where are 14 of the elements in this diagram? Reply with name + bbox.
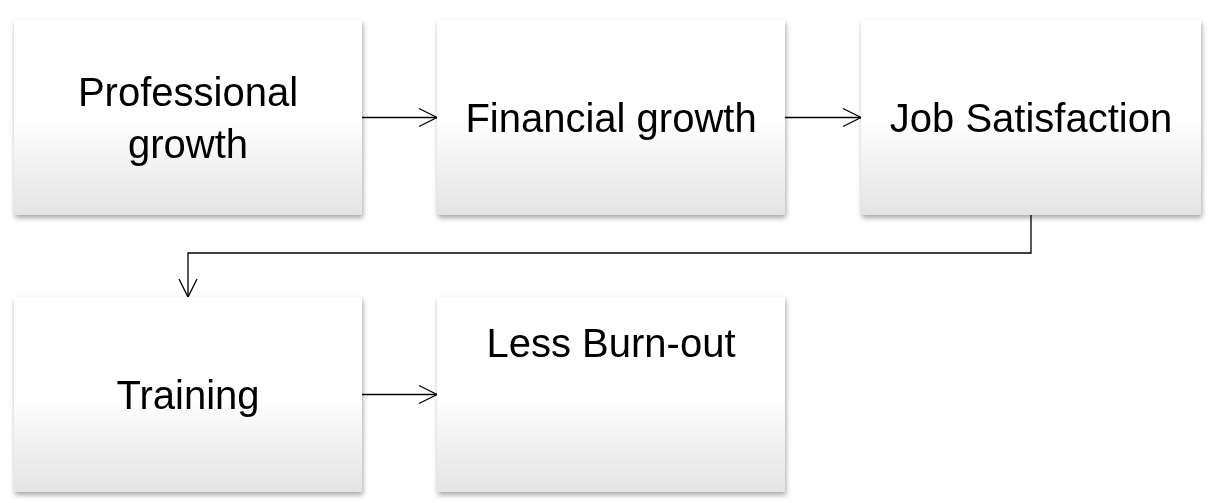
- box-label: Less Burn-out: [486, 320, 736, 367]
- box-label: Financial growth: [465, 94, 757, 142]
- arrow: [361, 107, 438, 128]
- box-label: Job Satisfaction: [889, 94, 1173, 142]
- process-box: [861, 20, 1201, 215]
- process-box: [14, 20, 362, 215]
- process-box: [437, 20, 785, 215]
- arrow: [784, 107, 862, 128]
- process-box: [437, 297, 785, 492]
- arrow: [178, 214, 1032, 298]
- process-box: [14, 297, 362, 492]
- box-label: Training: [116, 371, 260, 419]
- arrow: [361, 384, 438, 405]
- box-label: Professional growth: [76, 68, 300, 168]
